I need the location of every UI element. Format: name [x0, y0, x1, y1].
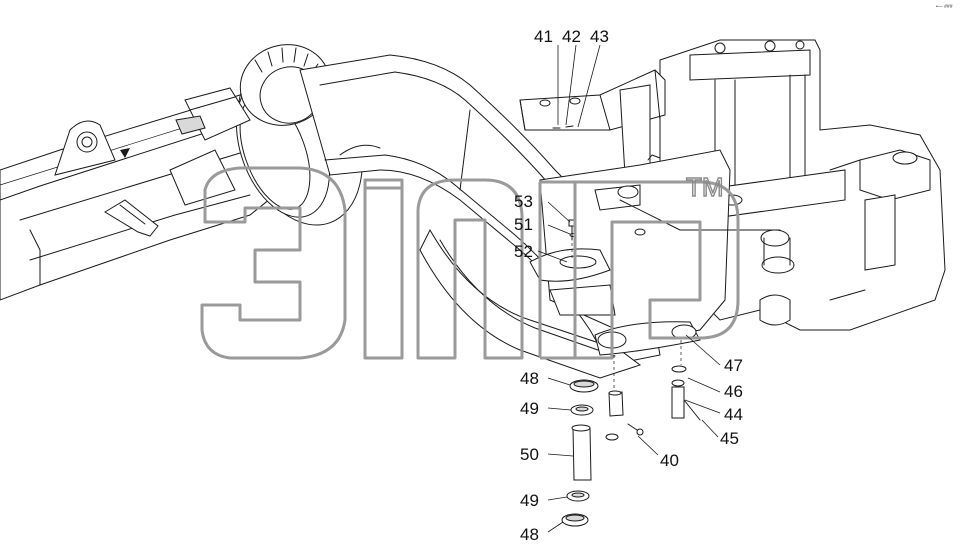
callout-45: 45: [720, 429, 739, 448]
watermark-logo: TM: [200, 166, 740, 360]
alignment-lines: [571, 243, 682, 390]
callout-49-bottom: 49: [520, 491, 539, 510]
callout-48-bottom: 48: [520, 525, 539, 544]
pivot-bracket: [529, 149, 795, 356]
callout-46: 46: [724, 382, 743, 401]
callout-41: 41: [534, 27, 553, 46]
leader-lines: [537, 44, 721, 533]
upper-bracket: [519, 69, 666, 176]
callout-43: 43: [590, 27, 609, 46]
frame-lower-arm: [419, 228, 642, 379]
callout-44: 44: [724, 405, 743, 424]
gear-flange: [239, 44, 362, 139]
callout-labels: 41 42 43 53 51 52 47 48 46 49 44 45 50 4…: [514, 27, 743, 544]
callout-50: 50: [520, 445, 539, 464]
callout-51: 51: [514, 215, 533, 234]
callout-47: 47: [724, 356, 743, 375]
pin-assembly: [605, 390, 644, 441]
callout-48-top: 48: [520, 369, 539, 388]
chassis-right: [659, 39, 946, 331]
trademark-symbol: TM: [686, 172, 724, 202]
corner-mark: •— ###: [936, 4, 953, 10]
beam-bracket: [104, 199, 159, 237]
exploded-parts-left-column: [561, 379, 599, 527]
callout-53: 53: [514, 192, 533, 211]
callout-42: 42: [562, 27, 581, 46]
callout-52: 52: [514, 242, 533, 261]
lifting-eye: [54, 120, 130, 176]
callout-40: 40: [660, 451, 679, 470]
callout-49-top: 49: [520, 399, 539, 418]
